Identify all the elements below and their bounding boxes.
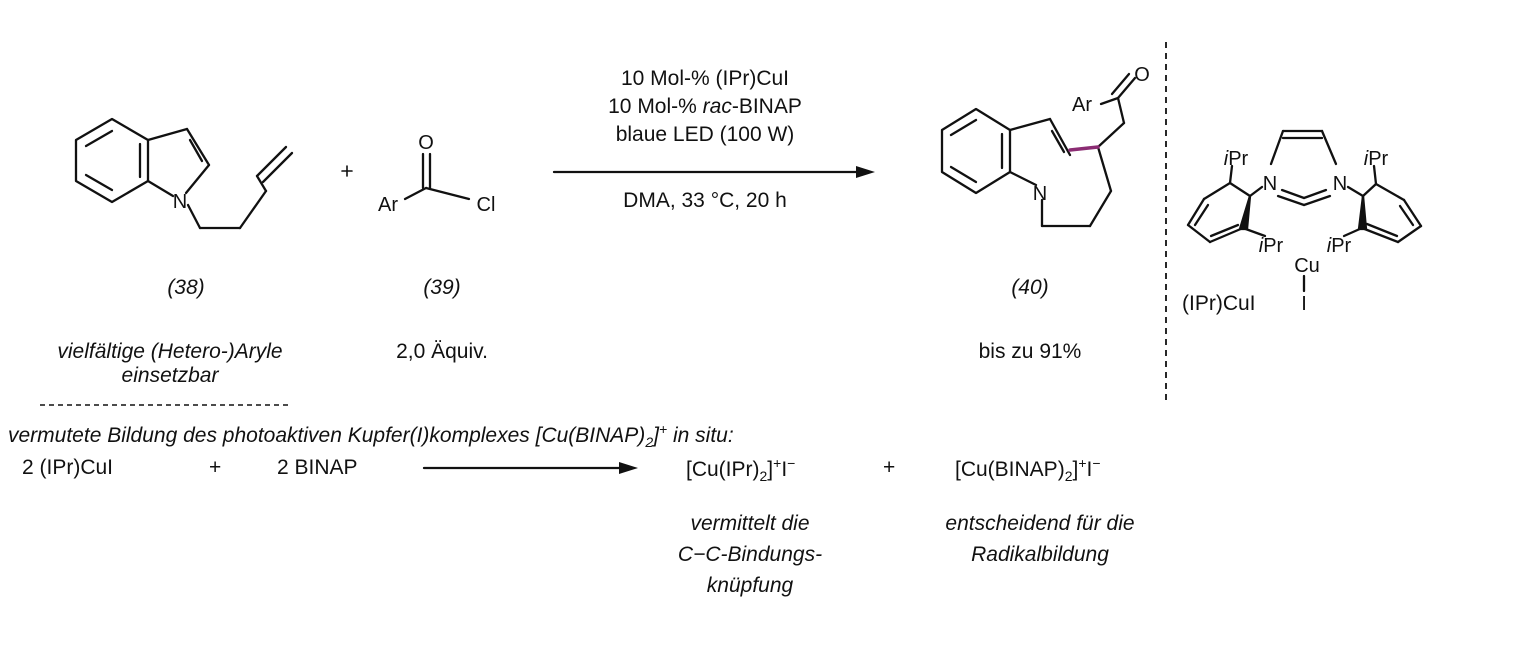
condition-ligand: 10 Mol-% rac-BINAP [608,95,802,118]
structure-acid-chloride-39 [403,152,471,201]
compound-number-40: (40) [1011,276,1049,299]
compound-number-39: (39) [423,276,461,299]
atom-ar-39: Ar [378,194,398,216]
structure-product-40 [940,72,1137,228]
condition-solvent-temp-time: DMA, 33 °C, 20 h [623,189,787,212]
atom-cl-39: Cl [477,194,496,216]
eq-product-1: [Cu(IPr)2]+I− [686,455,796,485]
atom-n-left-ipr: N [1263,173,1277,195]
substituent-ipr-bottom-left: iPr [1259,235,1284,257]
substituent-ipr-top-right: iPr [1364,148,1389,170]
atom-o-40: O [1134,64,1150,86]
complex-name-label: (IPr)CuI [1182,292,1256,315]
eq-reactant-2: 2 BINAP [277,456,358,479]
insitu-heading: vermutete Bildung des photoaktiven Kupfe… [8,421,734,451]
atom-i: I [1301,293,1307,315]
structure-indole-38 [74,117,294,230]
note-product1-line3: knüpfung [706,574,794,597]
eq-plus-2: + [883,456,896,479]
atom-n-40: N [1033,183,1047,205]
note-38-line1: vielfältige (Hetero-)Aryle [57,340,283,363]
atom-cu: Cu [1294,255,1320,277]
reaction-arrow-complex-formation [422,462,638,474]
reaction-arrow-main [552,166,875,178]
atom-n-right-ipr: N [1333,173,1347,195]
atom-o-39: O [418,132,434,154]
note-39-equiv: 2,0 Äquiv. [396,340,488,363]
note-product2-line2: Radikalbildung [971,543,1109,566]
eq-reactant-1: 2 (IPr)CuI [22,456,114,479]
atom-ar-40: Ar [1072,94,1092,116]
note-product1-line2: C−C-Bindungs- [677,543,823,566]
substituent-ipr-top-left: iPr [1224,148,1249,170]
structure-ipr-cui [1186,129,1423,293]
compound-number-38: (38) [167,276,205,299]
note-product1-line1: vermittelt die [690,512,810,535]
note-product2-line1: entscheidend für die [945,512,1135,535]
note-38-line2: einsetzbar [121,364,219,387]
condition-light: blaue LED (100 W) [615,123,795,146]
plus-sign-1 [341,165,353,177]
condition-catalyst: 10 Mol-% (IPr)CuI [620,67,790,90]
atom-n-38: N [173,191,187,213]
substituent-ipr-bottom-right: iPr [1327,235,1352,257]
eq-plus-1: + [209,456,222,479]
eq-product-2: [Cu(BINAP)2]+I− [955,455,1101,485]
note-40-yield: bis zu 91% [978,340,1082,363]
